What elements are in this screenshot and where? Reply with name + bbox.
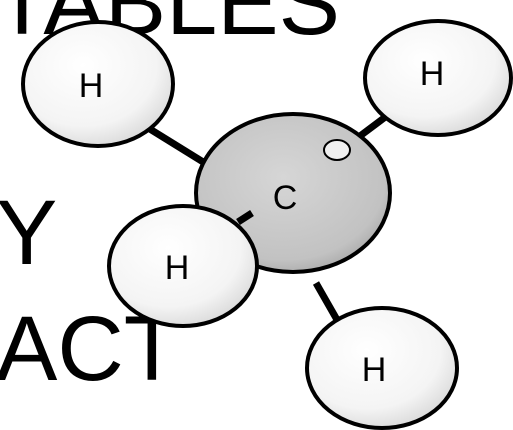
bond-bottom-right xyxy=(312,281,344,327)
atom-label-h-top-right: H xyxy=(420,55,445,93)
hydrogen-atom-top-left: H xyxy=(21,20,175,148)
background-text-line-2: Y xyxy=(0,182,57,284)
hydrogen-atom-top-right: H xyxy=(363,19,513,137)
atom-label-c: C xyxy=(273,179,298,217)
hydrogen-atom-bottom-right: H xyxy=(305,306,459,430)
atom-label-h-front: H xyxy=(165,249,190,287)
hydrogen-atom-front: H xyxy=(107,204,259,328)
atom-label-h-top-left: H xyxy=(79,67,104,105)
atom-label-h-bottom-right: H xyxy=(362,351,387,389)
carbon-highlight xyxy=(323,139,351,161)
bond-top-left xyxy=(143,123,210,168)
bond-front xyxy=(236,210,254,225)
